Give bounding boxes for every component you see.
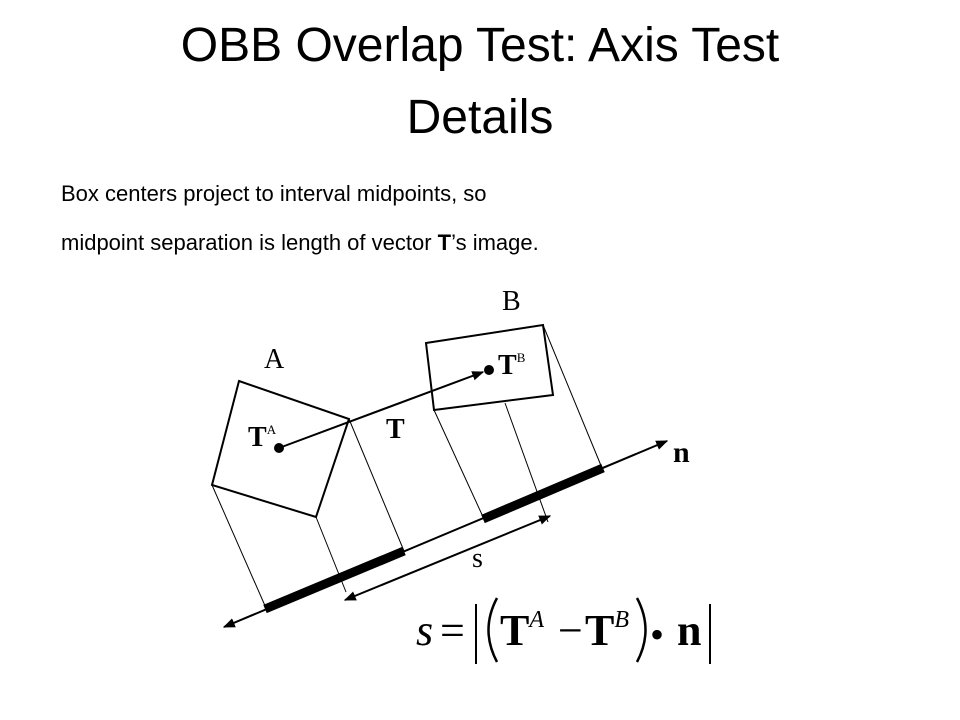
center-b-dot bbox=[484, 365, 494, 375]
center-a-letter: T bbox=[248, 422, 267, 453]
slide-title-line-1: OBB Overlap Test: Axis Test bbox=[180, 19, 780, 72]
separation-label: s bbox=[472, 543, 483, 574]
center-b-letter: T bbox=[498, 350, 517, 381]
formula-dot: • bbox=[650, 612, 664, 657]
body-text-line-2: midpoint separation is length of vector … bbox=[61, 229, 539, 257]
body-text-segment: ’s image. bbox=[451, 230, 539, 255]
axis-n-label: n bbox=[673, 436, 690, 469]
vector-t-label: T bbox=[386, 414, 405, 445]
paren-right bbox=[635, 597, 647, 663]
formula-lhs: s bbox=[416, 606, 433, 655]
term2-superscript: B bbox=[614, 607, 629, 633]
formula-equals: = bbox=[440, 606, 465, 655]
body-text-line-1: Box centers project to interval midpoint… bbox=[61, 181, 487, 206]
vector-t bbox=[278, 371, 485, 449]
interval-a bbox=[263, 546, 406, 614]
box-b-label: B bbox=[502, 286, 521, 317]
center-a-superscript: A bbox=[267, 422, 277, 437]
paren-left bbox=[487, 597, 499, 663]
separation-arrow bbox=[343, 515, 552, 601]
term1-letter: T bbox=[500, 606, 529, 655]
projection-line bbox=[542, 324, 603, 469]
interval-b bbox=[481, 463, 605, 524]
box-b bbox=[424, 323, 555, 412]
vector-t-bold: T bbox=[437, 230, 452, 255]
center-a-dot bbox=[274, 443, 284, 453]
body-text-segment: midpoint separation is length of vector bbox=[61, 230, 438, 255]
slide-title-line-2: Details bbox=[406, 91, 554, 144]
formula-axis: n bbox=[677, 606, 701, 655]
center-a-label: TA bbox=[248, 422, 277, 453]
center-b-label: TB bbox=[498, 350, 526, 381]
formula: s = TA − TB • n bbox=[416, 597, 711, 664]
term2-letter: T bbox=[585, 606, 614, 655]
projection-line bbox=[211, 484, 267, 609]
formula-term2: TB bbox=[585, 606, 629, 655]
formula-term1: TA bbox=[500, 606, 544, 655]
projection-line bbox=[433, 409, 485, 520]
box-a-label: A bbox=[264, 344, 285, 375]
center-b-superscript: B bbox=[517, 350, 526, 365]
term1-superscript: A bbox=[527, 607, 544, 633]
formula-minus: − bbox=[558, 606, 583, 655]
